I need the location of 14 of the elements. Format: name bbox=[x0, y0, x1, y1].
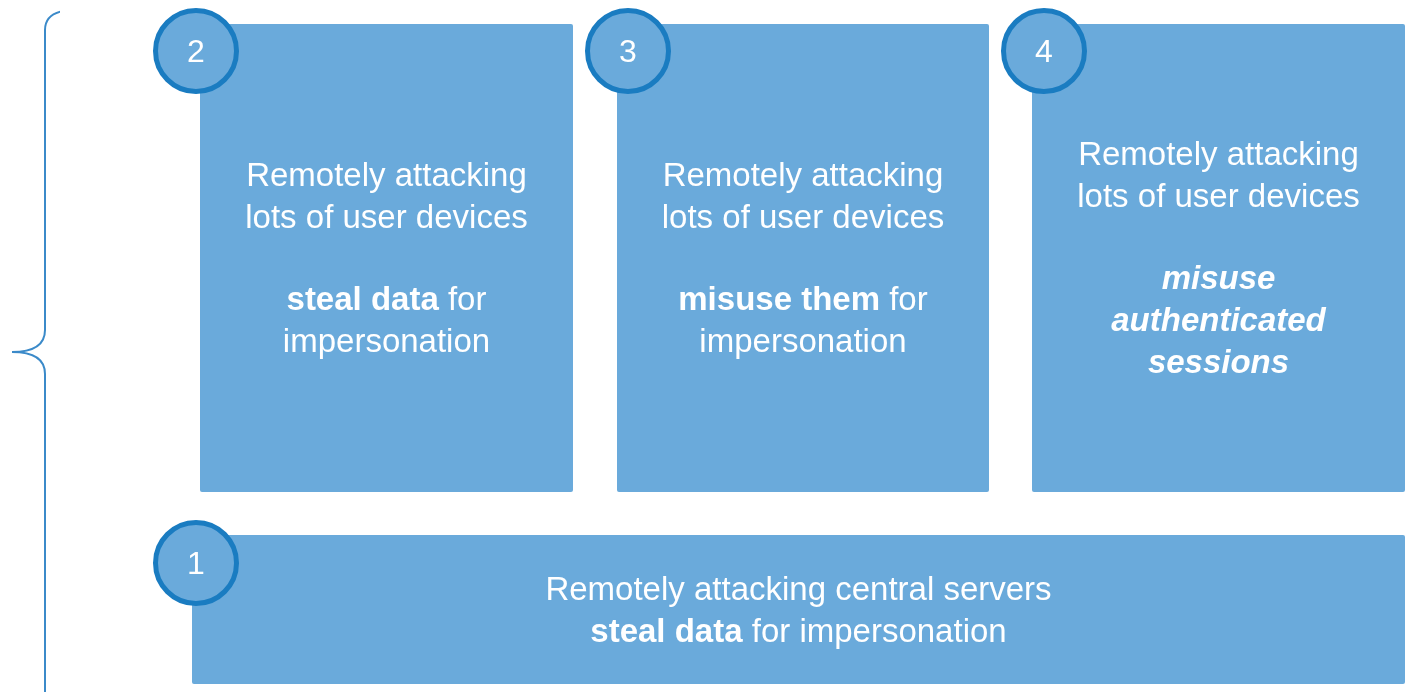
step-number: 3 bbox=[619, 32, 637, 70]
box-text: misuse them for impersonation bbox=[677, 279, 929, 361]
step-number: 4 bbox=[1035, 32, 1053, 70]
step-box bbox=[1032, 24, 1405, 492]
box-text: Remotely attacking lots of user devices bbox=[660, 155, 946, 237]
box-text: steal data for impersonation bbox=[281, 279, 492, 361]
step-number: 2 bbox=[187, 32, 205, 70]
box-text: Remotely attacking lots of user devices bbox=[244, 155, 529, 237]
step-box bbox=[617, 24, 989, 492]
box-text: steal data for impersonation bbox=[590, 610, 1007, 651]
box-text: misuse authenticated sessions bbox=[1110, 258, 1327, 382]
box-text: Remotely attacking central servers bbox=[545, 568, 1052, 609]
step-number: 1 bbox=[187, 544, 205, 582]
box-text: Remotely attacking lots of user devices bbox=[1076, 134, 1361, 216]
